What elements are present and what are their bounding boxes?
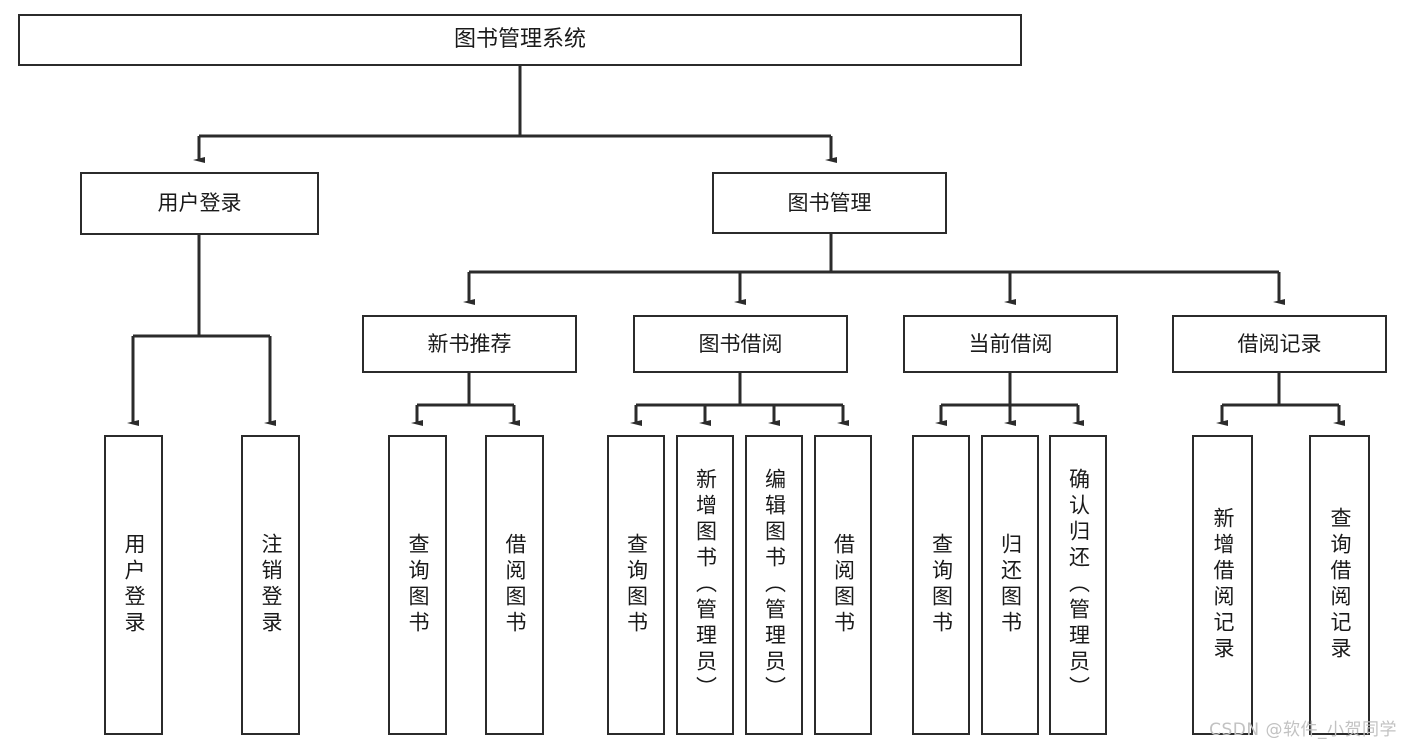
node-leaf-borrow-book-2[interactable]: 借阅图书 [814, 435, 872, 735]
node-leaf-logout-login[interactable]: 注销登录 [241, 435, 300, 735]
node-label: 图书管理系统 [453, 27, 586, 53]
node-label: 查询图书 [624, 533, 649, 637]
node-user-login[interactable]: 用户登录 [80, 172, 319, 235]
node-label: 借阅图书 [831, 533, 856, 637]
watermark-text: CSDN @软件_小贺同学 [1209, 720, 1397, 740]
node-book-management[interactable]: 图书管理 [712, 172, 947, 234]
node-label: 新书推荐 [427, 331, 512, 356]
node-leaf-return-book[interactable]: 归还图书 [981, 435, 1039, 735]
node-label: 借阅图书 [503, 533, 527, 637]
node-label: 用户登录 [157, 191, 242, 216]
node-new-book-recommend[interactable]: 新书推荐 [362, 315, 577, 373]
node-label: 查询图书 [406, 533, 430, 637]
node-label: 当前借阅 [968, 331, 1053, 356]
node-label: 编辑图书（管理员） [762, 468, 787, 702]
node-leaf-add-record[interactable]: 新增借阅记录 [1192, 435, 1253, 735]
node-label: 确认归还（管理员） [1066, 468, 1091, 702]
node-leaf-edit-book[interactable]: 编辑图书（管理员） [745, 435, 803, 735]
node-label: 查询图书 [929, 533, 954, 637]
node-label: 借阅记录 [1237, 331, 1322, 356]
node-label: 注销登录 [259, 533, 283, 637]
node-leaf-borrow-book-1[interactable]: 借阅图书 [485, 435, 544, 735]
node-label: 用户登录 [122, 533, 146, 637]
node-leaf-query-record[interactable]: 查询借阅记录 [1309, 435, 1370, 735]
node-label: 新增借阅记录 [1211, 507, 1235, 663]
node-label: 新增图书（管理员） [693, 468, 718, 702]
node-borrow-record[interactable]: 借阅记录 [1172, 315, 1387, 373]
node-root-system[interactable]: 图书管理系统 [18, 14, 1022, 66]
node-leaf-query-book-2[interactable]: 查询图书 [607, 435, 665, 735]
node-leaf-add-book[interactable]: 新增图书（管理员） [676, 435, 734, 735]
node-label: 图书借阅 [698, 331, 783, 356]
node-leaf-confirm-return[interactable]: 确认归还（管理员） [1049, 435, 1107, 735]
node-book-borrow[interactable]: 图书借阅 [633, 315, 848, 373]
node-label: 图书管理 [787, 190, 872, 215]
node-label: 归还图书 [998, 533, 1023, 637]
node-leaf-user-login[interactable]: 用户登录 [104, 435, 163, 735]
node-leaf-query-book-1[interactable]: 查询图书 [388, 435, 447, 735]
node-leaf-query-book-3[interactable]: 查询图书 [912, 435, 970, 735]
node-current-borrow[interactable]: 当前借阅 [903, 315, 1118, 373]
node-label: 查询借阅记录 [1328, 507, 1352, 663]
